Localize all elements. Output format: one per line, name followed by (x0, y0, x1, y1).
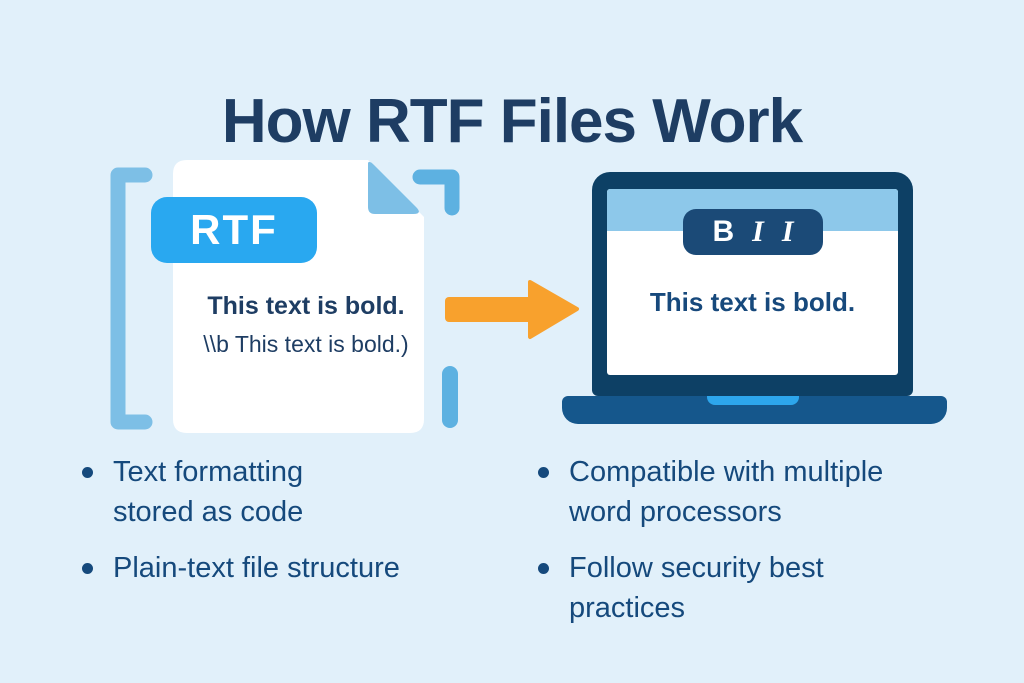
bullet-dot (538, 467, 549, 478)
laptop-screen: B I I This text is bold. (607, 189, 898, 375)
bullet-dot (82, 467, 93, 478)
screen-text: This text is bold. (649, 287, 856, 317)
bracket-left-icon (110, 167, 153, 430)
list-item: Plain-text file structure (82, 548, 482, 588)
laptop-notch (707, 396, 799, 405)
document-code-line: \\b This text is bold.) (203, 331, 409, 357)
arrow-right-icon (445, 280, 579, 339)
document-bold-line: This text is bold. (207, 292, 405, 320)
bracket-right-top-icon (412, 169, 460, 216)
bullet-dot (538, 563, 549, 574)
bold-icon: B (712, 215, 735, 248)
bullet-text: Compatible with multiple word processors (569, 456, 884, 528)
list-item: Follow security best practices (538, 548, 978, 628)
list-item: Compatible with multiple word processors (538, 452, 978, 532)
page-title: How RTF Files Work (221, 86, 803, 156)
bullet-text: Follow security best practices (569, 552, 824, 624)
rtf-badge: RTF (151, 197, 317, 263)
bullet-list-right: Compatible with multiple word processors… (538, 452, 978, 644)
bullet-list-left: Text formatting stored as code Plain-tex… (82, 452, 482, 604)
laptop-base (562, 396, 947, 424)
laptop-icon: B I I This text is bold. (592, 172, 913, 396)
bullet-dot (82, 563, 93, 574)
folded-corner-icon (368, 161, 419, 214)
bullet-text: Text formatting stored as code (113, 456, 304, 528)
rtf-badge-label: RTF (190, 206, 278, 253)
italic-icon: I (752, 215, 764, 248)
bracket-right-bottom-icon (442, 366, 458, 428)
bullet-text: Plain-text file structure (113, 552, 400, 584)
formatting-toolbar: B I I (683, 209, 823, 255)
italic2-icon: I (781, 215, 794, 248)
list-item: Text formatting stored as code (82, 452, 482, 532)
